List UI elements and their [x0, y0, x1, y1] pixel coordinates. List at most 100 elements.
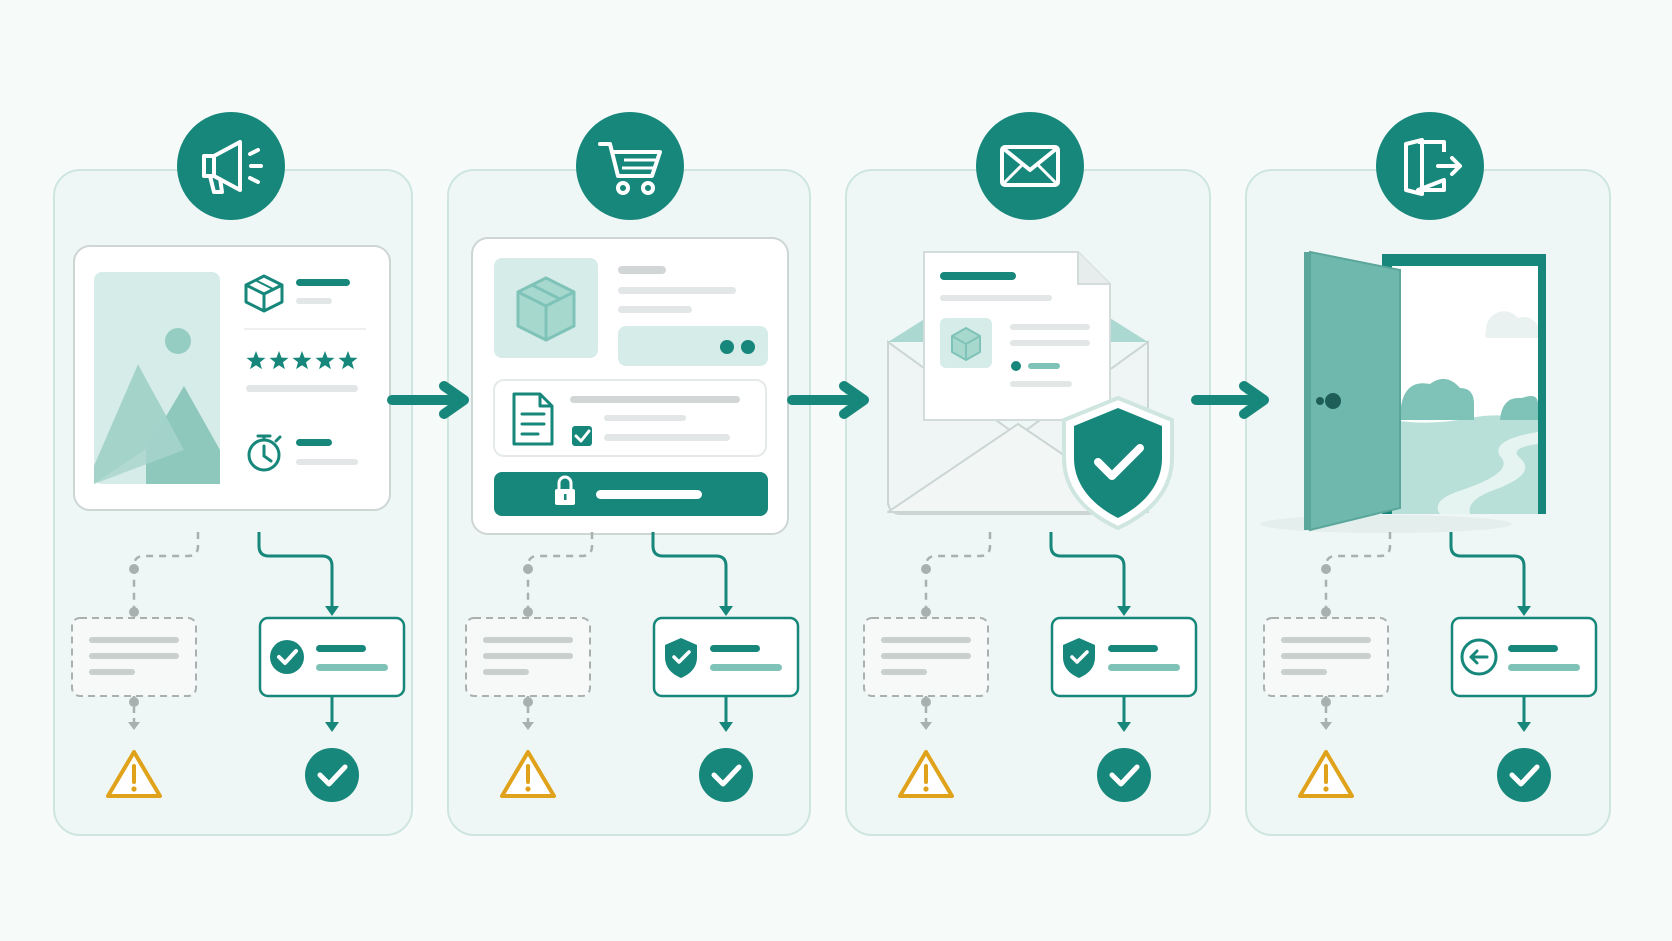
arrow-right-icon — [1191, 381, 1269, 419]
warning-triangle-icon — [500, 750, 556, 798]
arrowhead — [325, 606, 339, 616]
arrowhead — [1517, 722, 1531, 732]
path-node — [921, 564, 931, 574]
placeholder-line — [483, 637, 573, 643]
secure-email-card — [887, 251, 1174, 531]
path-node — [129, 564, 139, 574]
arrowhead — [719, 722, 733, 732]
check-circle-icon — [270, 640, 304, 674]
placeholder-line — [881, 637, 971, 643]
star-icon — [292, 351, 312, 370]
megaphone-icon — [177, 112, 285, 220]
path-node — [523, 564, 533, 574]
shield-check-icon — [665, 638, 697, 678]
shopping-cart-icon — [576, 112, 684, 220]
letter-document — [923, 251, 1111, 421]
arrow-right-icon — [387, 381, 469, 419]
arrowhead — [1117, 606, 1131, 616]
document-icon — [512, 392, 554, 446]
image-placeholder-icon — [94, 272, 220, 484]
check-circle-icon — [1097, 748, 1151, 802]
arrowhead — [920, 722, 932, 730]
arrowhead — [325, 722, 339, 732]
placeholder-line — [1108, 664, 1180, 671]
package-icon — [516, 276, 576, 342]
envelope-icon — [976, 112, 1084, 220]
placeholder-line — [710, 645, 760, 652]
path-node — [523, 697, 533, 707]
arrowhead — [1517, 606, 1531, 616]
branch-paths — [71, 532, 1598, 802]
failure-path — [132, 532, 200, 612]
placeholder-line — [89, 669, 135, 675]
arrowhead — [522, 722, 534, 730]
checkout-form-card — [471, 237, 789, 535]
warning-triangle-icon — [1298, 750, 1354, 798]
star-icon — [246, 351, 266, 370]
stopwatch-icon — [247, 434, 282, 472]
arrowhead — [1117, 722, 1131, 732]
placeholder-line — [89, 637, 179, 643]
success-path — [1049, 532, 1126, 608]
rating-stars — [246, 351, 358, 370]
placeholder-line — [316, 645, 366, 652]
check-circle-icon — [1497, 748, 1551, 802]
star-icon — [269, 351, 289, 370]
placeholder-line — [483, 653, 573, 659]
stage-arrows — [387, 381, 1269, 419]
placeholder-line — [881, 653, 971, 659]
star-icon — [338, 351, 358, 370]
placeholder-line — [710, 664, 782, 671]
failure-path — [924, 532, 992, 612]
back-arrow-circle-icon — [1460, 638, 1498, 676]
placeholder-line — [881, 669, 927, 675]
placeholder-line — [1281, 653, 1371, 659]
path-node — [921, 697, 931, 707]
checkbox-checked-icon — [572, 426, 592, 446]
lock-icon — [555, 475, 575, 505]
path-node — [129, 607, 139, 617]
check-circle-icon — [699, 748, 753, 802]
arrow-right-icon — [787, 381, 869, 419]
placeholder-line — [316, 664, 388, 671]
path-node — [1321, 564, 1331, 574]
placeholder-line — [1508, 645, 1558, 652]
landscape-view — [1392, 311, 1538, 514]
placeholder-line — [483, 669, 529, 675]
failure-path — [526, 532, 594, 612]
branch-exit — [1263, 532, 1598, 802]
arrowhead — [128, 722, 140, 730]
warning-triangle-icon — [898, 750, 954, 798]
failure-path — [1324, 532, 1392, 612]
shield-check-icon — [1063, 638, 1095, 678]
stage-header-icons — [177, 112, 1484, 220]
placeholder-line — [1508, 664, 1580, 671]
open-door-illustration — [1260, 250, 1546, 533]
path-node — [1321, 697, 1331, 707]
placeholder-line — [89, 653, 179, 659]
path-node — [921, 607, 931, 617]
arrowhead — [1320, 722, 1332, 730]
success-path — [651, 532, 728, 608]
path-node — [1321, 607, 1331, 617]
branch-confirmation — [863, 532, 1198, 802]
exit-door-icon — [1376, 112, 1484, 220]
shield-check-icon — [1062, 395, 1174, 531]
check-circle-icon — [305, 748, 359, 802]
placeholder-line — [1281, 637, 1371, 643]
placeholder-line — [1281, 669, 1327, 675]
path-node — [523, 607, 533, 617]
success-path — [1449, 532, 1526, 608]
success-path — [257, 532, 334, 608]
arrowhead — [719, 606, 733, 616]
branch-promotion — [71, 532, 406, 802]
path-node — [129, 697, 139, 707]
branch-checkout — [465, 532, 800, 802]
product-preview-card — [73, 245, 391, 511]
placeholder-line — [1108, 645, 1158, 652]
star-icon — [315, 351, 335, 370]
package-icon — [244, 274, 284, 313]
warning-triangle-icon — [106, 750, 162, 798]
